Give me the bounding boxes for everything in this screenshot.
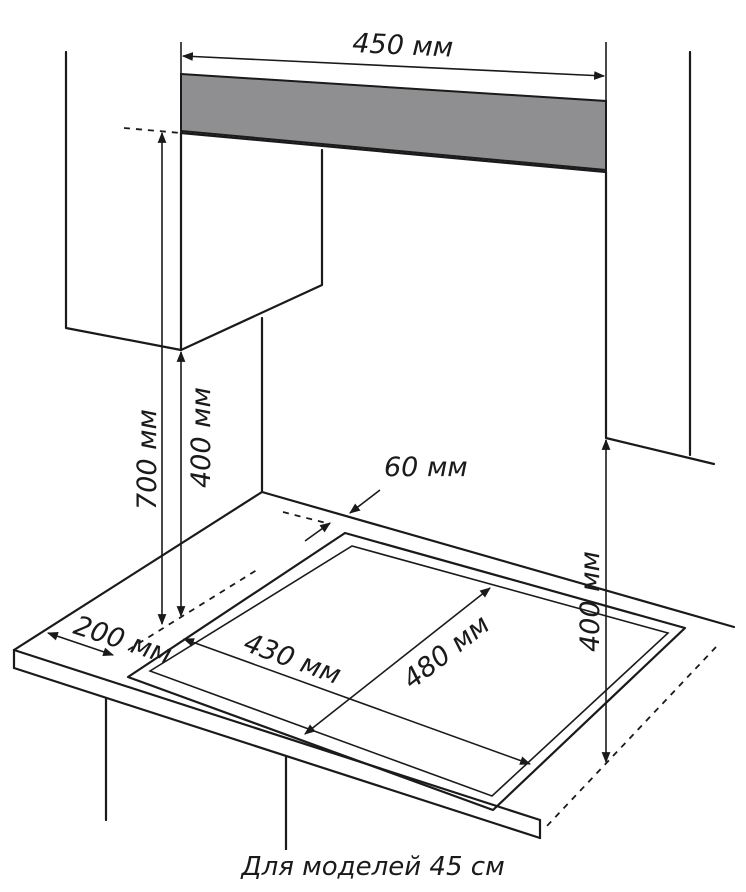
right-wall-cabinet — [604, 50, 716, 466]
dim-right-clearance: 400 мм — [575, 438, 611, 764]
left-offset-dashline — [127, 567, 261, 651]
cooker-hood — [179, 72, 608, 174]
hood-bottom-extension — [123, 127, 182, 134]
caption: Для моделей 45 см — [241, 852, 505, 882]
installation-diagram: 450 мм 700 мм 400 мм 60 мм 20 — [12, 28, 736, 850]
dim-hood-height-label: 700 мм — [132, 409, 163, 510]
dim-side-gap-label: 200 мм — [70, 610, 176, 671]
back-offset-dashline — [282, 511, 331, 525]
hood-body — [180, 72, 607, 172]
dim-hood-height: 700 мм — [132, 131, 167, 626]
dim-back-gap-label: 60 мм — [384, 452, 468, 483]
dim-cabinet-clearance: 400 мм — [176, 350, 217, 618]
dim-right-clearance-label: 400 мм — [575, 551, 606, 652]
dim-back-gap: 60 мм — [304, 452, 468, 542]
dim-cabinet-clearance-label: 400 мм — [186, 387, 217, 488]
left-wall-cabinet — [64, 50, 324, 352]
dim-hob-width-label: 430 мм — [240, 627, 345, 691]
dim-hood-width-label: 450 мм — [352, 28, 454, 64]
right-offset-dashline — [544, 646, 717, 829]
dim-hood-width: 450 мм — [180, 28, 607, 101]
dim-side-gap: 200 мм — [46, 610, 176, 671]
dim-hob-width: 430 мм — [182, 627, 532, 765]
